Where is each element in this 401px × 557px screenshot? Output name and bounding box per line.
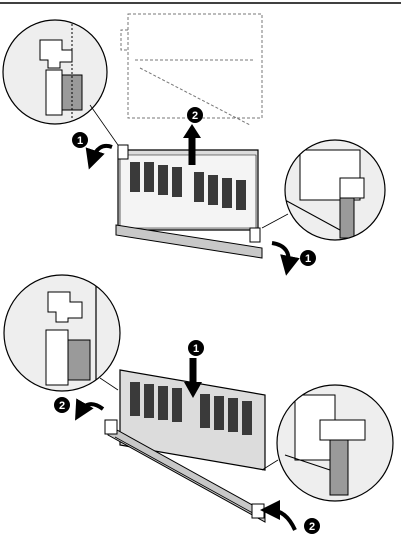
chip [172, 167, 182, 197]
memory-module-top [115, 144, 263, 259]
step-label: 1 [77, 135, 83, 147]
step-badge-bottom-right: 2 [304, 518, 320, 534]
curved-arrow-left-bottom [75, 398, 105, 421]
chip [208, 175, 218, 205]
memory-module-bottom [104, 369, 266, 523]
chip [222, 178, 232, 208]
inset-left-ejector-detail [3, 20, 107, 124]
step-badge-bottom-left: 2 [54, 397, 70, 413]
chip [130, 382, 140, 416]
inset-left-latch-detail [4, 275, 120, 391]
step-label: 1 [305, 253, 311, 265]
latch-right [251, 503, 265, 519]
board-outline [120, 13, 263, 126]
step-label: 2 [59, 400, 65, 412]
chip [200, 394, 210, 428]
step-badge-bottom-down: 1 [188, 340, 204, 356]
curved-arrow-right-bottom [260, 500, 297, 531]
step-label: 2 [192, 110, 198, 122]
chip [130, 162, 140, 192]
step-label: 1 [193, 343, 199, 355]
curved-arrow-left-top [85, 143, 113, 170]
chip [144, 384, 154, 418]
inset-right-ejector-detail [285, 140, 385, 240]
step-badge-top-up: 2 [187, 107, 203, 123]
chip [214, 396, 224, 430]
installation-panel: 1 2 2 [3, 274, 394, 534]
removal-panel: 1 2 1 [2, 13, 386, 276]
ejector-right [249, 227, 261, 243]
chip [144, 162, 154, 192]
step-badge-top-right: 1 [300, 250, 316, 266]
chip [242, 401, 252, 435]
inset-right-latch-detail [277, 385, 393, 501]
step-label: 2 [309, 521, 315, 533]
ejector-left [117, 144, 129, 160]
chip [194, 172, 204, 202]
chip [172, 388, 182, 422]
latch-left [104, 419, 118, 435]
chip [158, 386, 168, 420]
curved-arrow-right-top [271, 241, 300, 276]
chip [228, 398, 238, 432]
chip [158, 165, 168, 195]
chip [236, 180, 246, 210]
step-badge-top-left: 1 [72, 132, 88, 148]
